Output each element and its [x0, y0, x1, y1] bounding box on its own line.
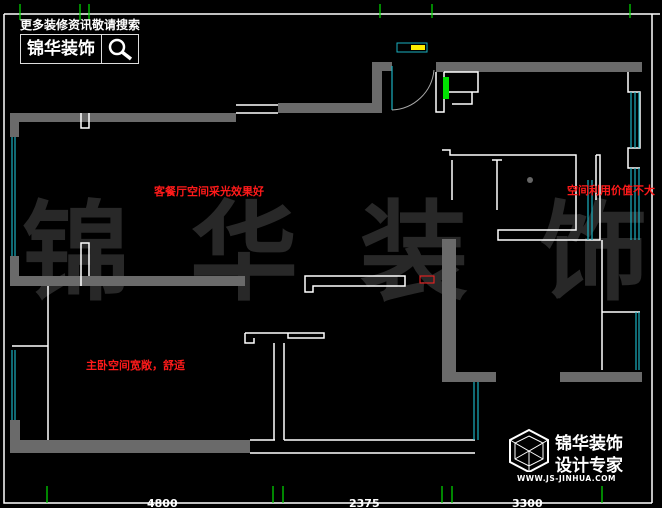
meter-box-fill: [411, 45, 425, 50]
walls: [10, 62, 642, 453]
logo-name: 锦华装饰: [21, 35, 102, 63]
electric-box: [419, 275, 435, 284]
annotation-master-bedroom: 主卧空间宽敞，舒适: [86, 358, 185, 372]
search-logo-box[interactable]: 锦华装饰: [20, 34, 139, 64]
brand-name: 锦华装饰: [555, 434, 623, 454]
magnifier-icon: [108, 38, 133, 61]
brand-slogan: 设计专家: [555, 456, 623, 476]
annotation-right-room: 空间利用价值不大: [567, 183, 655, 197]
watermark-char: 锦: [22, 190, 130, 316]
meter-box: [396, 42, 428, 53]
watermark-char: 饰: [540, 190, 648, 316]
drawing-frame: [3, 13, 660, 504]
cube-logo-icon: [509, 428, 549, 472]
dimension-label: 4800: [147, 497, 178, 508]
dimension-label: 3300: [512, 497, 543, 508]
fixture-green: [443, 77, 449, 99]
windows: [11, 66, 640, 440]
watermark-char: 华: [190, 190, 298, 316]
dimension-ticks: [19, 4, 631, 503]
dimension-label: 2375: [349, 497, 380, 508]
more-info-text: 更多装修资讯敬请搜索: [20, 18, 141, 32]
door-swing: [391, 69, 435, 111]
brand-logo: 锦华装饰 设计专家 WWW.JS-JINHUA.COM: [505, 426, 655, 486]
floor-drain: [527, 177, 533, 183]
annotation-living-dining: 客餐厅空间采光效果好: [153, 184, 264, 198]
partitions: [12, 71, 641, 454]
search-button[interactable]: [102, 35, 138, 63]
brand-url: WWW.JS-JINHUA.COM: [517, 474, 616, 483]
